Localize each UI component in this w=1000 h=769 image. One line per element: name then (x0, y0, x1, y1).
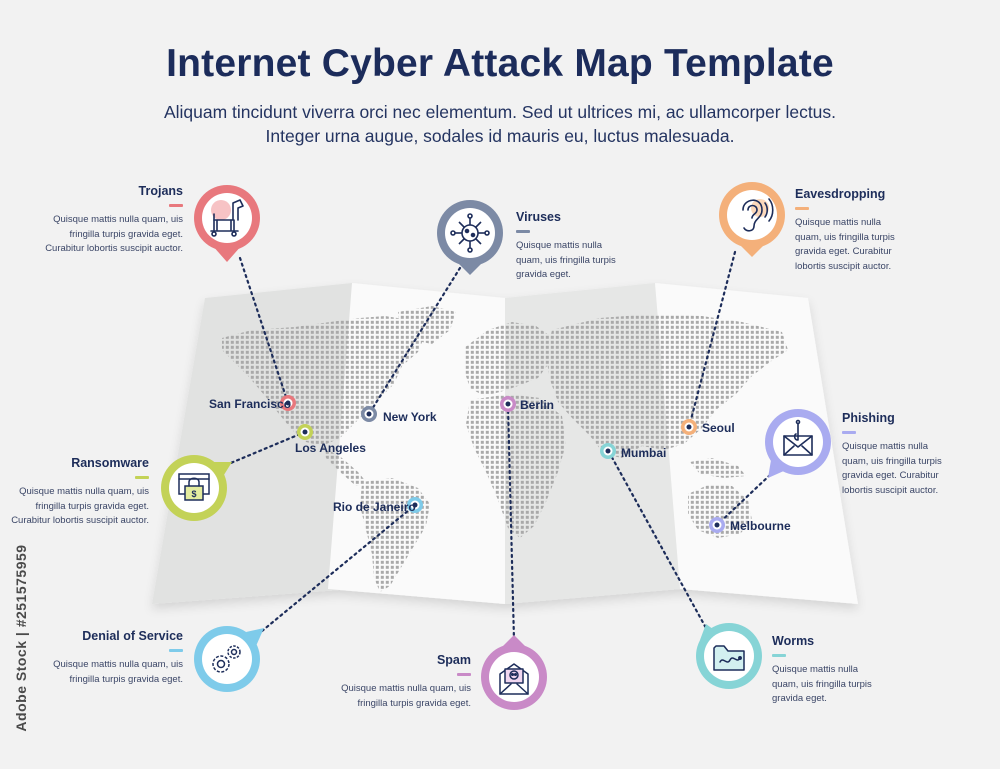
worms-pin[interactable] (696, 623, 762, 689)
page-title: Internet Cyber Attack Map Template (166, 42, 834, 85)
connector-lines (224, 250, 772, 642)
marker-rio-de-janeiro[interactable] (407, 497, 423, 513)
spam-title: Spam (436, 653, 471, 667)
spam-underline (457, 673, 471, 676)
worms-underline (772, 654, 786, 657)
phishing-text: Quisque mattis nulla quam, uis fringilla… (842, 441, 942, 496)
phishing-pin[interactable] (765, 409, 831, 478)
marker-melbourne[interactable] (709, 517, 725, 533)
eavesdropping-title: Eavesdropping (795, 187, 886, 201)
viruses-description: Viruses Quisque mattis nulla quam, uis f… (516, 210, 621, 283)
city-label-rio-de-janeiro: Rio de Janeiro (333, 500, 416, 514)
svg-text:$: $ (191, 489, 196, 499)
spam-description: Spam Quisque mattis nulla quam, uis frin… (321, 653, 471, 711)
connector-ransomware (224, 430, 307, 467)
dos-underline (169, 649, 183, 652)
marker-seoul[interactable] (681, 419, 697, 435)
city-label-seoul: Seoul (702, 421, 735, 435)
ear-icon (742, 198, 774, 232)
eavesdropping-description: Eavesdropping Quisque mattis nulla quam,… (795, 187, 900, 274)
city-label-los-angeles: Los Angeles (295, 441, 366, 455)
virus-icon (450, 213, 490, 253)
ransomware-text: Quisque mattis nulla quam, uis fringilla… (11, 486, 149, 526)
trojans-title: Trojans (138, 184, 183, 198)
viruses-title: Viruses (516, 210, 561, 224)
trojans-underline (169, 204, 183, 207)
trojans-text: Quisque mattis nulla quam, uis fringilla… (45, 214, 183, 254)
eavesdropping-underline (795, 207, 809, 210)
marker-new-york[interactable] (361, 406, 377, 422)
ransomware-title: Ransomware (71, 456, 149, 470)
worms-description: Worms Quisque mattis nulla quam, uis fri… (772, 634, 877, 707)
dos-pin[interactable] (194, 626, 264, 692)
phishing-title: Phishing (842, 411, 895, 425)
spam-text: Quisque mattis nulla quam, uis fringilla… (341, 683, 471, 709)
eavesdropping-pin[interactable] (719, 182, 785, 257)
ransom-lock-icon: $ (178, 473, 210, 501)
connector-eavesdropping (687, 250, 737, 429)
city-label-mumbai: Mumbai (621, 446, 667, 460)
trojans-pin[interactable] (194, 185, 260, 262)
trojans-description: Trojans Quisque mattis nulla quam, uis f… (33, 184, 183, 257)
dos-description: Denial of Service Quisque mattis nulla q… (33, 629, 183, 687)
ransomware-underline (135, 476, 149, 479)
city-label-melbourne: Melbourne (730, 519, 791, 533)
ransomware-pin[interactable]: $ (161, 455, 232, 521)
dos-text: Quisque mattis nulla quam, uis fringilla… (53, 659, 183, 685)
viruses-pin[interactable] (437, 200, 503, 275)
phishing-underline (842, 431, 856, 434)
worm-folder-icon (713, 645, 745, 671)
watermark-text: Adobe Stock | #251575959 (13, 544, 29, 732)
connector-trojans (238, 256, 290, 405)
ransomware-description: Ransomware Quisque mattis nulla quam, ui… (0, 456, 149, 529)
marker-san-francisco[interactable] (280, 395, 296, 411)
dos-title: Denial of Service (82, 629, 183, 643)
marker-mumbai[interactable] (600, 443, 616, 459)
city-label-san-francisco: San Francisco (209, 397, 292, 411)
connector-worms (607, 450, 708, 630)
connector-dos (260, 503, 417, 633)
stock-watermark: Adobe Stock | #251575959 (6, 530, 34, 760)
phishing-description: Phishing Quisque mattis nulla quam, uis … (842, 411, 947, 498)
city-label-new-york: New York (383, 410, 437, 424)
spam-envelope-icon (499, 663, 529, 695)
connector-viruses (367, 266, 462, 416)
viruses-text: Quisque mattis nulla quam, uis fringilla… (516, 240, 616, 280)
spam-pin[interactable] (481, 635, 547, 710)
connector-phishing (715, 473, 772, 527)
worms-text: Quisque mattis nulla quam, uis fringilla… (772, 664, 872, 704)
marker-berlin[interactable] (500, 396, 516, 412)
horse-icon (210, 199, 244, 237)
marker-los-angeles[interactable] (297, 424, 313, 440)
phishing-envelope-icon (783, 419, 813, 456)
worms-title: Worms (772, 634, 815, 648)
viruses-underline (516, 230, 530, 233)
page-subtitle: Aliquam tincidunt viverra orci nec eleme… (163, 102, 837, 146)
city-label-berlin: Berlin (520, 398, 555, 412)
gears-icon (212, 645, 241, 673)
eavesdropping-text: Quisque mattis nulla quam, uis fringilla… (795, 217, 895, 272)
city-markers (280, 395, 725, 533)
